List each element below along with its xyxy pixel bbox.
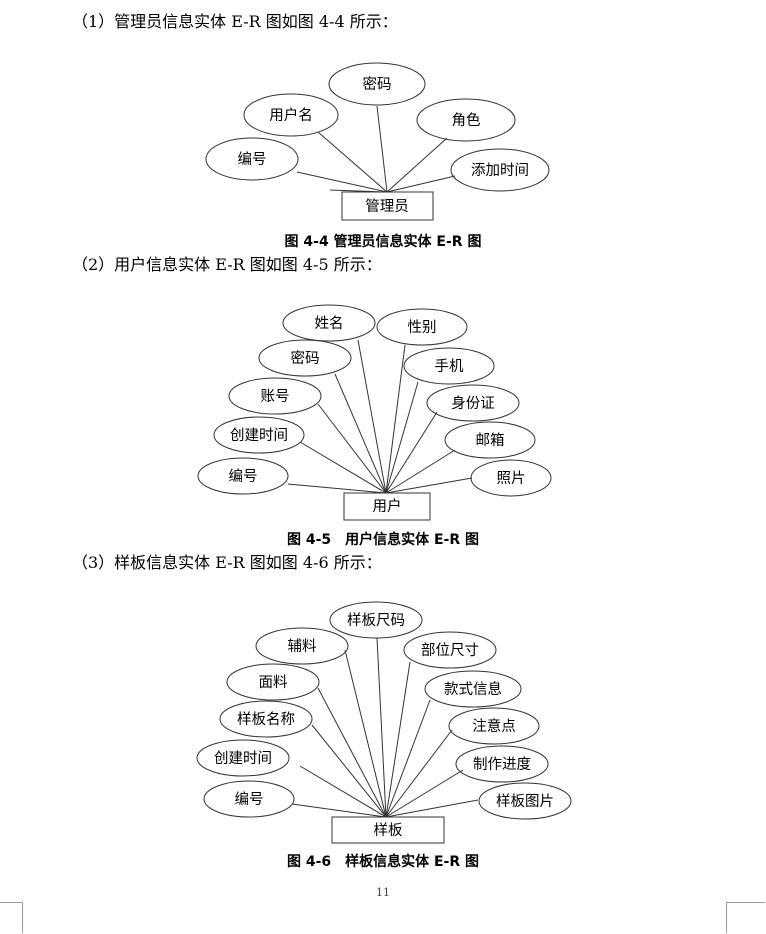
entity-box	[341, 191, 434, 221]
attribute-label: 姓名	[315, 315, 344, 332]
er-line	[385, 769, 464, 818]
attribute-oval	[448, 707, 540, 745]
attribute-oval	[403, 347, 495, 385]
attribute-label: 样板尺码	[347, 611, 405, 629]
attribute-oval	[424, 670, 522, 708]
attribute-label: 辅料	[288, 638, 317, 655]
attribute-label: 制作进度	[473, 756, 531, 773]
er-line	[385, 449, 456, 494]
section-1-intro: （1）管理员信息实体 E-R 图如图 4-4 所示：	[72, 12, 398, 31]
entity-label: 管理员	[365, 198, 409, 215]
er-line	[385, 699, 431, 818]
figure-caption-4-5: 图 4-5 用户信息实体 E-R 图	[286, 532, 480, 548]
attribute-label: 用户名	[269, 107, 313, 124]
attribute-label: 部位尺寸	[421, 642, 479, 659]
er-line	[385, 661, 411, 818]
attribute-label: 密码	[291, 350, 320, 367]
er-line	[376, 105, 388, 193]
attribute-label: 身份证	[451, 395, 495, 412]
attribute-oval	[213, 416, 305, 454]
er-line	[385, 477, 473, 494]
figure-caption-4-4: 图 4-4 管理员信息实体 E-R 图	[284, 234, 482, 250]
er-line	[385, 799, 479, 818]
attribute-label: 款式信息	[444, 681, 502, 698]
attribute-oval	[282, 304, 376, 342]
attribute-oval	[450, 148, 550, 192]
page-corner-mark-right	[726, 902, 765, 933]
attribute-label: 样板图片	[496, 792, 554, 810]
er-diagram-user: 编号 创建时间 账号 密码 姓名 性别 手机 身份证 邮箱 照片 用户	[197, 304, 552, 521]
er-diagram-admin: 编号 用户名 密码 角色 添加时间 管理员	[205, 62, 550, 221]
er-diagram-sample: 编号 创建时间 样板名称 面料 辅料 样板尺码 部位尺寸 款式信息 注意点 制作…	[196, 601, 572, 844]
attribute-oval	[228, 377, 322, 415]
attribute-label: 性别	[408, 319, 437, 336]
figure-caption-4-6: 图 4-6 样板信息实体 E-R 图	[286, 854, 480, 870]
attribute-oval	[219, 700, 313, 738]
attribute-oval	[226, 663, 320, 701]
er-line	[344, 649, 387, 818]
attribute-oval	[196, 739, 290, 777]
attribute-oval	[416, 98, 516, 142]
page-top-edge	[0, 0, 766, 2]
er-line	[317, 131, 388, 193]
attribute-oval	[444, 421, 536, 459]
attribute-label: 创建时间	[230, 427, 288, 444]
er-line	[357, 339, 387, 494]
er-line	[299, 765, 387, 818]
attribute-label: 编号	[238, 151, 267, 168]
er-line	[317, 403, 387, 494]
er-line	[299, 441, 387, 494]
attribute-label: 账号	[261, 388, 290, 405]
er-line	[317, 687, 387, 818]
er-line	[334, 373, 387, 494]
attribute-label: 面料	[259, 674, 288, 691]
section-2-intro: （2）用户信息实体 E-R 图如图 4-5 所示：	[72, 255, 382, 274]
attribute-label: 手机	[435, 358, 464, 375]
attribute-oval	[376, 308, 468, 346]
attribute-oval	[455, 745, 549, 783]
attribute-oval	[470, 459, 552, 497]
attribute-oval	[258, 339, 352, 377]
attribute-label: 创建时间	[214, 750, 272, 767]
attribute-label: 密码	[363, 76, 392, 93]
er-line	[311, 724, 387, 818]
attribute-oval	[255, 627, 349, 665]
attribute-oval	[243, 93, 339, 137]
er-line	[386, 175, 456, 193]
attribute-label: 角色	[452, 112, 481, 129]
attribute-label: 注意点	[472, 717, 516, 735]
entity-box	[343, 492, 431, 521]
attribute-label: 照片	[497, 470, 526, 487]
er-line	[296, 171, 388, 193]
entity-label: 样板	[374, 821, 403, 839]
attribute-label: 样板名称	[237, 710, 295, 728]
er-line	[385, 729, 453, 818]
attribute-label: 编号	[235, 791, 264, 808]
attribute-label: 邮箱	[476, 432, 505, 449]
attribute-oval	[426, 384, 520, 422]
attribute-oval	[328, 62, 426, 106]
attribute-oval	[329, 601, 423, 639]
entity-label: 用户	[373, 498, 402, 515]
er-line	[376, 637, 387, 818]
attribute-label: 编号	[229, 468, 258, 485]
page-number: 11	[376, 886, 390, 899]
er-line	[385, 381, 419, 494]
er-line	[385, 344, 406, 494]
entity-box	[331, 816, 445, 844]
attribute-label: 添加时间	[471, 162, 529, 179]
attribute-oval	[205, 137, 299, 181]
page-corner-mark-left	[0, 902, 23, 933]
attribute-oval	[478, 782, 572, 820]
er-line	[386, 137, 448, 193]
section-3-intro: （3）样板信息实体 E-R 图如图 4-6 所示：	[72, 553, 382, 572]
attribute-oval	[203, 780, 295, 818]
er-line	[287, 483, 387, 494]
er-line	[385, 411, 438, 494]
er-line	[291, 803, 387, 818]
attribute-oval	[403, 631, 497, 669]
attribute-oval	[197, 457, 289, 495]
